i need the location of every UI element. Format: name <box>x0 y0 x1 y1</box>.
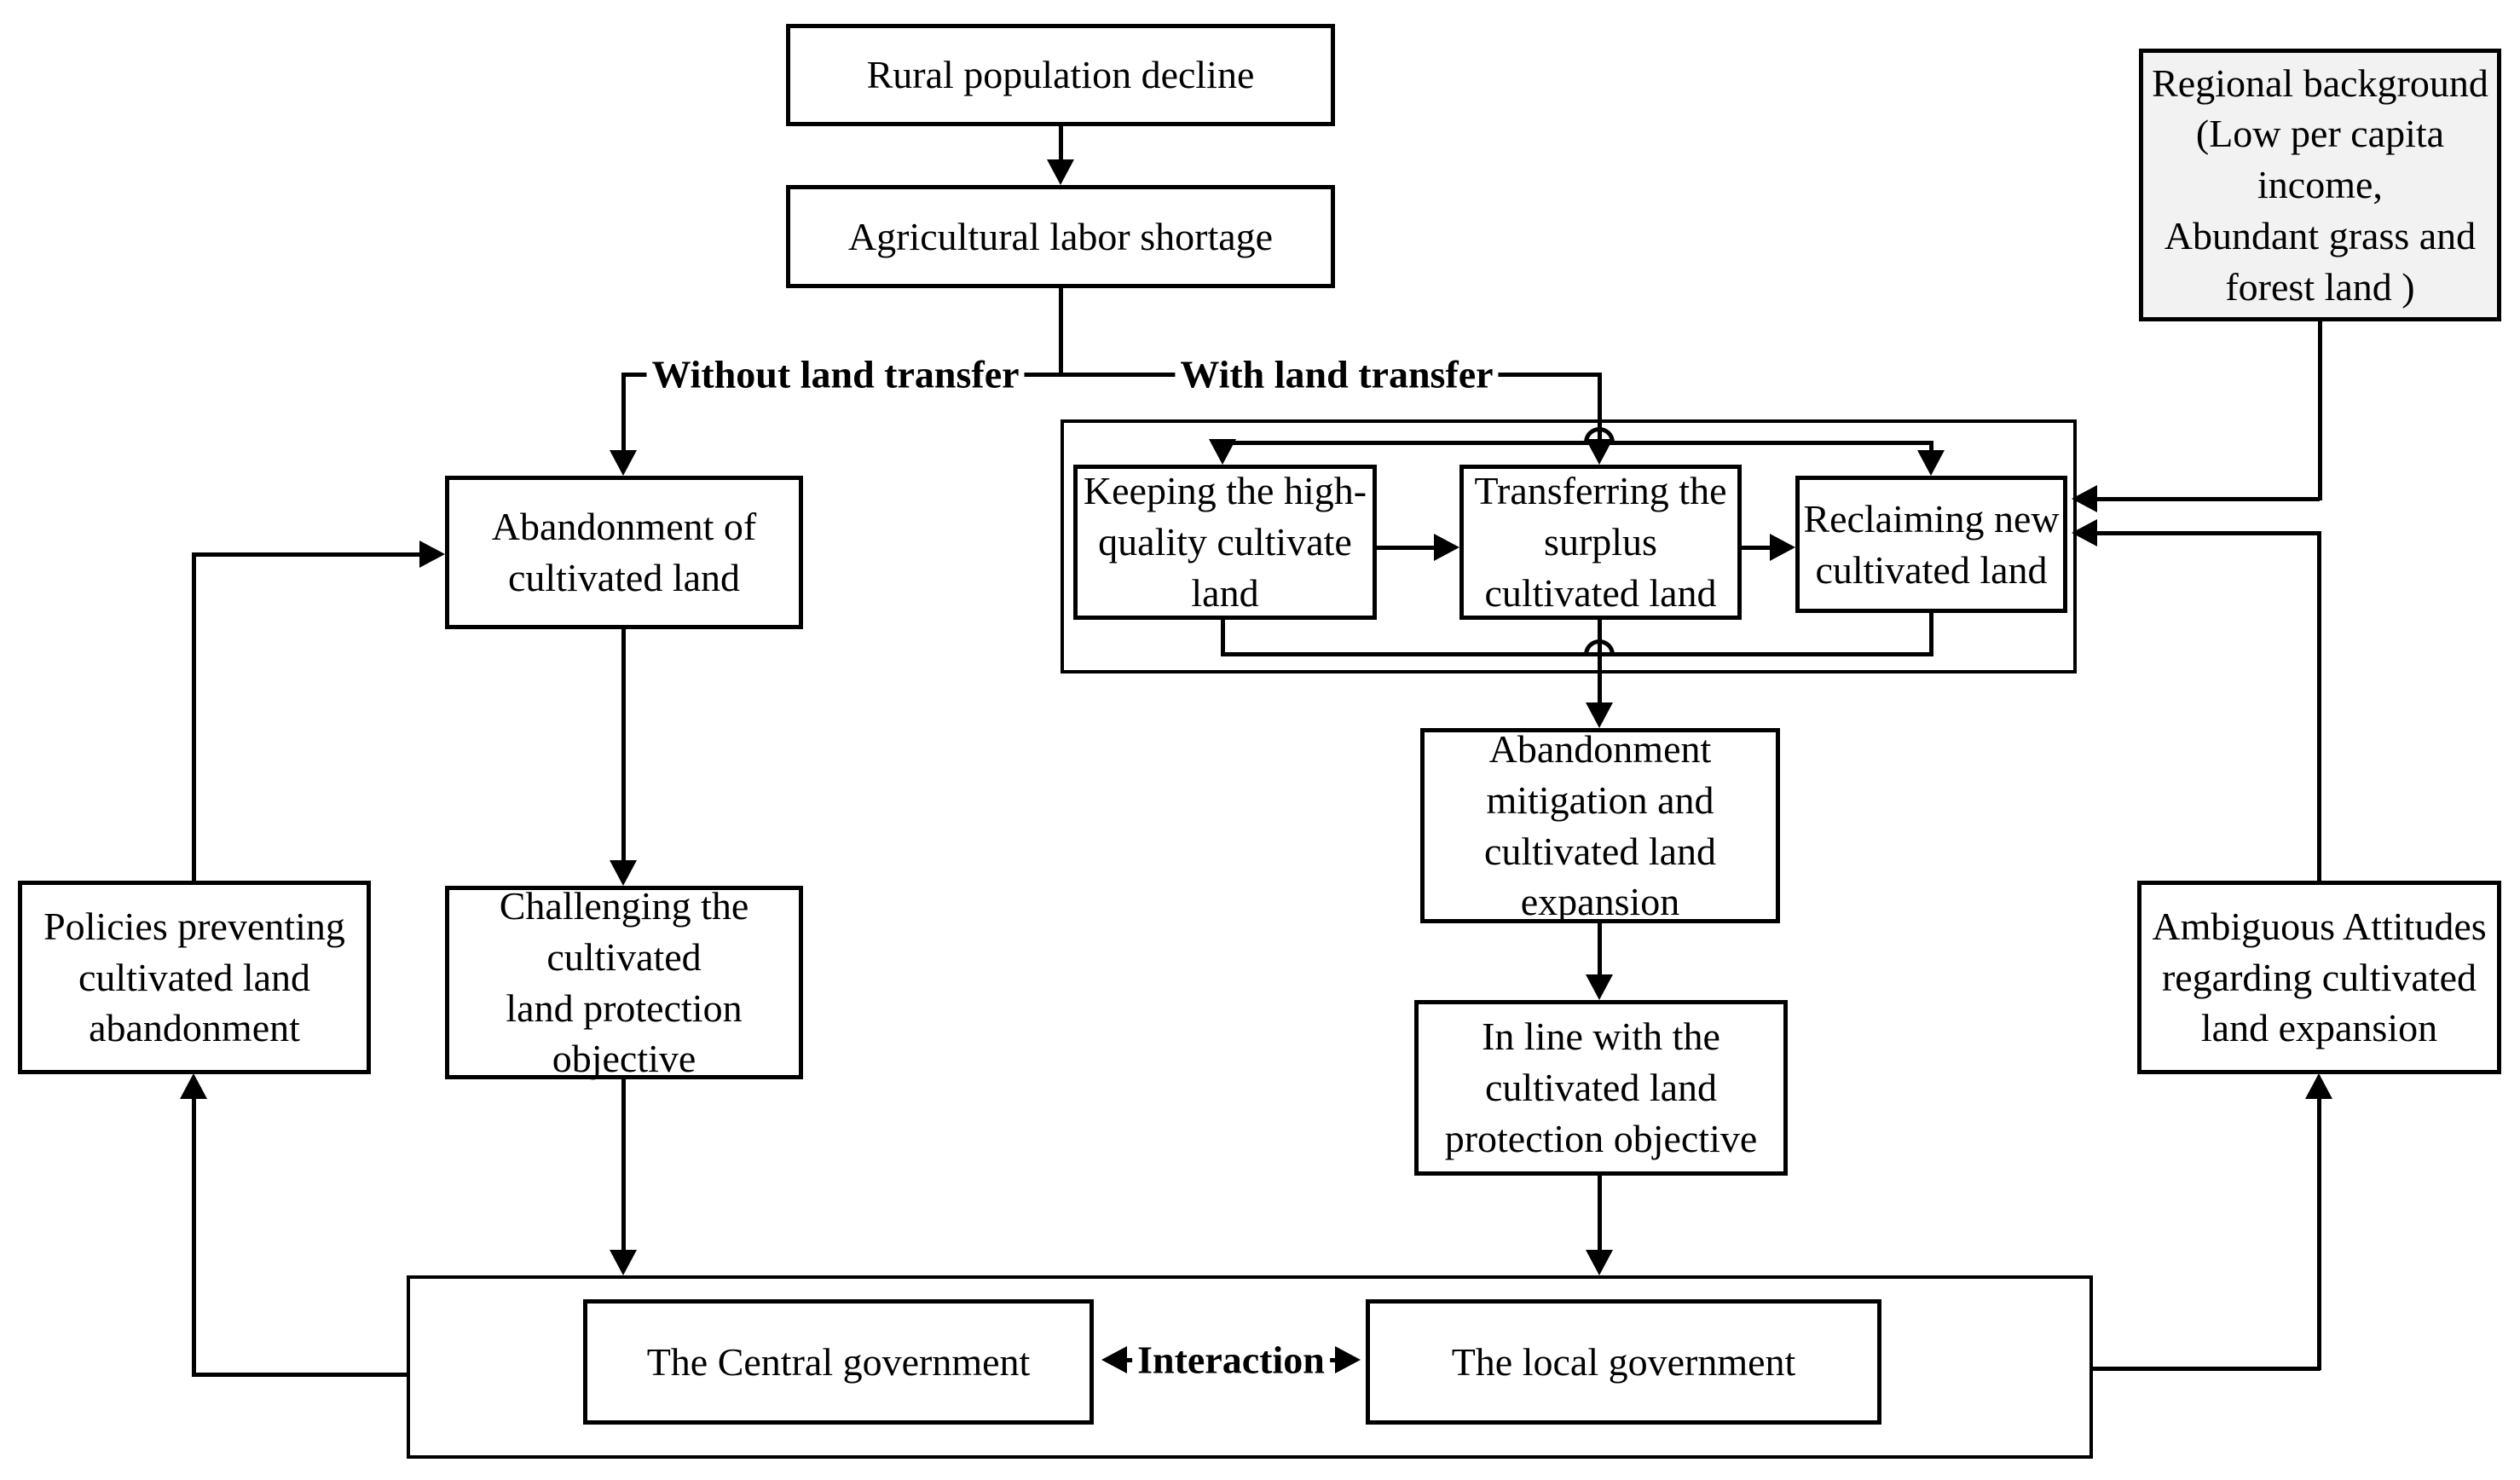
arrowhead-into-ambiguous-bottom <box>2305 1073 2332 1099</box>
arrowhead-into-mitigation <box>1586 702 1613 728</box>
policies-to-abandonment-horizontal <box>192 552 424 557</box>
arrowhead-rural-to-agri <box>1047 159 1074 185</box>
node-agricultural-labor-shortage: Agricultural labor shortage <box>786 185 1335 288</box>
node-ambiguous-attitudes: Ambiguous Attitudes regarding cultivated… <box>2137 881 2501 1074</box>
arrowhead-into-keeping-top <box>1209 439 1236 465</box>
connector-abandonment-to-challenging <box>621 628 626 864</box>
connector-challenging-to-government <box>621 1078 626 1254</box>
regional-to-reclaiming-vertical <box>2318 321 2322 500</box>
node-inline-protection-objective: In line with the cultivated land protect… <box>1414 1000 1788 1176</box>
edge-label-without-land-transfer: Without land transfer <box>646 351 1025 397</box>
inner-top-right-stub <box>1929 441 1933 454</box>
government-to-policies-vertical <box>192 1096 196 1377</box>
arrowhead-into-abandonment-left <box>419 541 445 568</box>
arrowhead-into-policies-bottom <box>180 1073 207 1099</box>
connector-inline-to-government <box>1598 1175 1602 1254</box>
line-jump-bottom <box>1584 639 1615 656</box>
inner-bottom-left-stub <box>1221 619 1225 656</box>
arrowhead-into-abandonment-top <box>610 450 637 476</box>
arrowhead-into-challenging <box>610 860 637 886</box>
connector-agri-to-branch <box>1059 287 1063 374</box>
arrowhead-into-transferring-top <box>1586 439 1613 465</box>
arrowhead-regional-into-reclaiming <box>2072 485 2097 512</box>
inner-bottom-right-stub <box>1929 612 1933 655</box>
connector-mitigation-to-inline <box>1598 922 1602 979</box>
government-to-policies-horizontal <box>192 1373 408 1377</box>
government-to-ambiguous-horizontal <box>2090 1367 2321 1371</box>
arrowhead-into-reclaiming-top <box>1917 450 1945 476</box>
node-local-government: The local government <box>1366 1299 1881 1425</box>
arrowhead-ambiguous-into-reclaiming <box>2072 519 2097 546</box>
arrowhead-inline-into-government <box>1586 1250 1613 1275</box>
connector-branch-to-abandonment <box>621 373 626 454</box>
arrowhead-keeping-to-transferring <box>1434 534 1459 561</box>
connector-keeping-to-transferring <box>1376 546 1440 550</box>
node-keeping-high-quality-land: Keeping the high- quality cultivate land <box>1073 465 1377 620</box>
government-to-ambiguous-vertical <box>2317 1096 2321 1370</box>
line-jump-top <box>1584 427 1615 443</box>
connector-rural-to-agri <box>1059 125 1063 164</box>
ambiguous-to-reclaiming-vertical <box>2317 531 2321 882</box>
arrowhead-interaction-left <box>1101 1346 1127 1373</box>
node-abandonment-of-cultivated-land: Abandonment of cultivated land <box>445 476 803 629</box>
policies-to-abandonment-vertical <box>192 552 196 882</box>
node-central-government: The Central government <box>583 1299 1094 1425</box>
regional-to-reclaiming-horizontal <box>2095 497 2320 501</box>
inner-top-line <box>1221 441 1933 445</box>
edge-label-with-land-transfer: With land transfer <box>1175 351 1499 397</box>
connector-transferring-to-mitigation <box>1598 619 1602 707</box>
branch-line <box>621 373 1602 377</box>
inner-bottom-line <box>1221 652 1933 656</box>
arrowhead-challenging-into-government <box>610 1250 637 1275</box>
node-challenging-protection-objective: Challenging the cultivated land protecti… <box>445 884 803 1080</box>
node-rural-population-decline: Rural population decline <box>786 24 1335 126</box>
node-policies-preventing-abandonment: Policies preventing cultivated land aban… <box>18 881 371 1074</box>
arrowhead-into-inline <box>1586 974 1613 1000</box>
ambiguous-to-reclaiming-horizontal <box>2095 531 2319 535</box>
node-abandonment-mitigation-expansion: Abandonment mitigation and cultivated la… <box>1420 727 1780 923</box>
arrowhead-interaction-right <box>1335 1346 1361 1373</box>
connector-transferring-to-reclaiming <box>1741 546 1775 550</box>
edge-label-interaction: Interaction <box>1132 1337 1330 1383</box>
node-transferring-surplus-land: Transferring the surplus cultivated land <box>1459 465 1742 620</box>
node-reclaiming-new-land: Reclaiming new cultivated land <box>1795 476 2067 613</box>
arrowhead-transferring-to-reclaiming <box>1770 534 1795 561</box>
node-regional-background: Regional background (Low per capita inco… <box>2139 49 2501 321</box>
connector-branch-to-transferring <box>1598 373 1602 442</box>
